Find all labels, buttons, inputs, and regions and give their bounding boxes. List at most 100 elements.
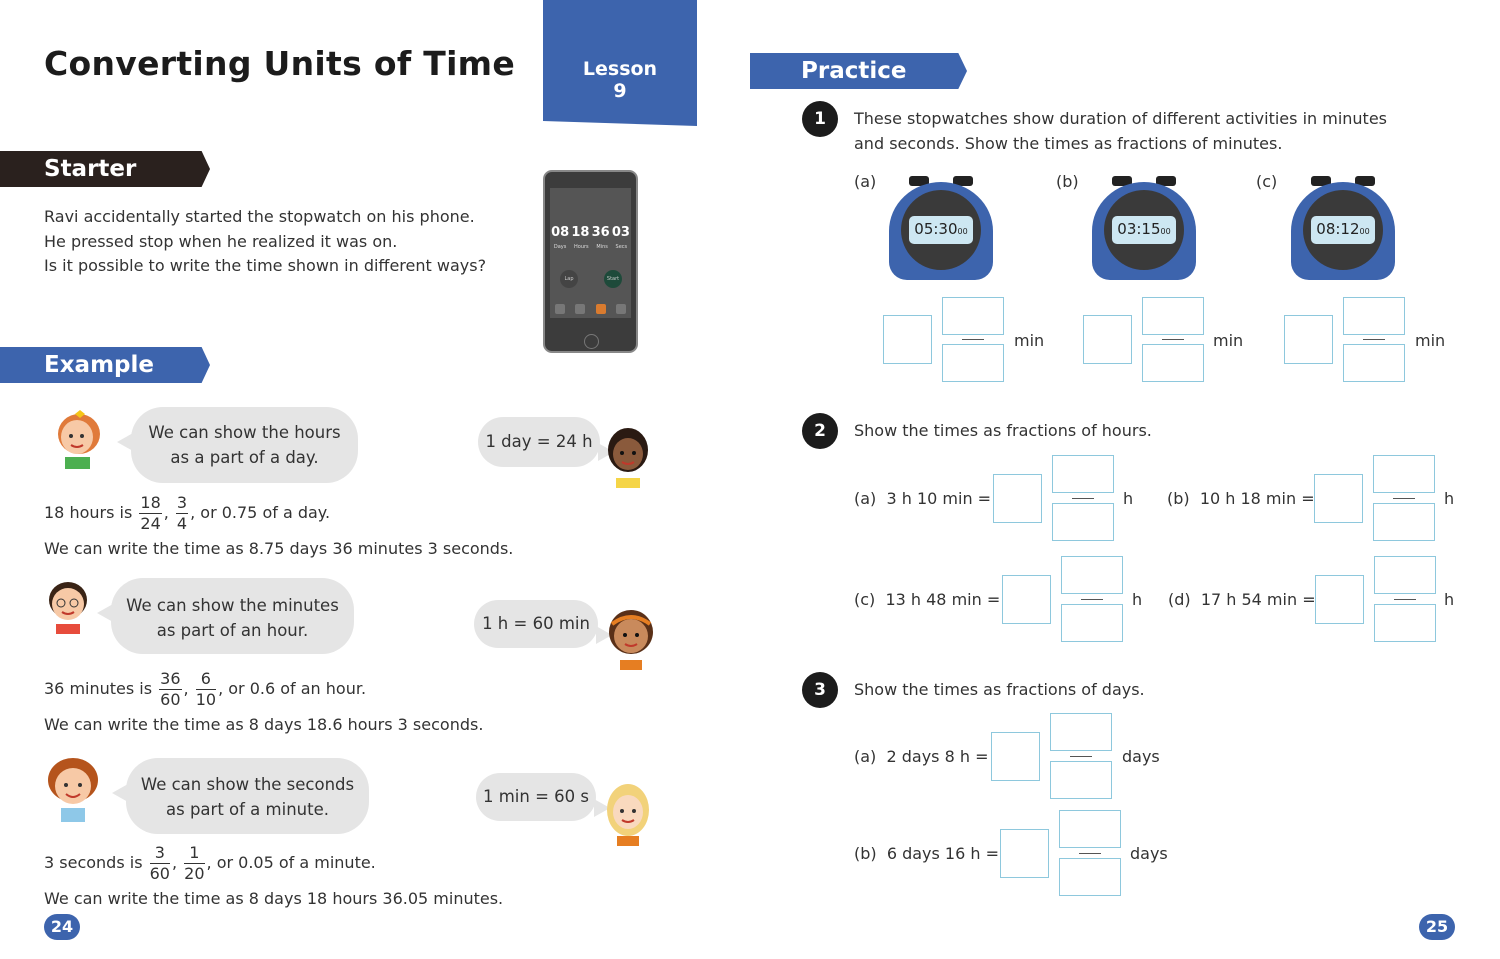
question-text: These stopwatches show duration of diffe… (854, 107, 1387, 156)
phone-digit: 03 (611, 225, 630, 240)
child-avatar-girl (52, 410, 102, 469)
numerator-box[interactable] (1059, 810, 1121, 848)
stopwatch-button (909, 176, 929, 186)
text: 18 hours is (44, 503, 133, 522)
stopwatch-time: 03:15 (1117, 220, 1161, 238)
item-label: (a) (854, 172, 877, 191)
fraction-bar (1394, 599, 1416, 600)
denominator-box[interactable] (1059, 858, 1121, 896)
denominator-box[interactable] (1052, 503, 1114, 541)
starter-line: Ravi accidentally started the stopwatch … (44, 207, 475, 226)
numerator-box[interactable] (1373, 455, 1435, 493)
denominator: 60 (149, 864, 170, 883)
whole-number-box[interactable] (1284, 315, 1333, 364)
phone-units: Days Hours Mins Secs (550, 244, 631, 250)
denominator-box[interactable] (1050, 761, 1112, 799)
phone-illustration: 08 18 36 03 Days Hours Mins Secs Lap Sta… (543, 170, 638, 353)
page-title: Converting Units of Time (44, 44, 516, 83)
fraction-bar (1072, 498, 1094, 499)
denominator-box[interactable] (1142, 344, 1204, 382)
question-text: Show the times as fractions of days. (854, 680, 1145, 699)
speech-bubble: We can show the hours as a part of a day… (117, 407, 358, 483)
phone-digit: 08 (551, 225, 570, 240)
item-letter: (a) (854, 747, 877, 766)
phone-screen: 08 18 36 03 Days Hours Mins Secs Lap Sta… (550, 188, 631, 318)
stopwatch-app-icon (595, 304, 606, 314)
stopwatch-button (953, 176, 973, 186)
stopwatch-hundredths: 00 (957, 227, 968, 236)
starter-line: He pressed stop when he realized it was … (44, 231, 398, 251)
whole-number-box[interactable] (991, 732, 1040, 781)
item-expression: 2 days 8 h = (886, 747, 989, 766)
numerator-box[interactable] (1050, 713, 1112, 751)
item-letter: (b) (854, 844, 877, 863)
denominator: 10 (195, 690, 217, 709)
whole-number-box[interactable] (883, 315, 932, 364)
numerator-box[interactable] (1343, 297, 1405, 335)
bubble-line: We can show the hours (148, 423, 341, 442)
practice-banner: Practice (750, 53, 967, 89)
item-label: (b) 10 h 18 min = (1167, 489, 1315, 508)
numerator: 1 (184, 843, 205, 864)
child-avatar-boy-glasses (44, 580, 92, 636)
whole-number-box[interactable] (993, 474, 1042, 523)
denominator-box[interactable] (1343, 344, 1405, 382)
fact-bubble: 1 day = 24 h (478, 417, 614, 467)
fraction-bar (1363, 339, 1385, 340)
lesson-label: Lesson (582, 58, 658, 80)
item-label: (a) 3 h 10 min = (854, 489, 991, 508)
stopwatch-illustration: 03:1500 (1092, 176, 1196, 280)
stopwatch-button (1112, 176, 1132, 186)
question-number: 1 (802, 101, 838, 137)
denominator-box[interactable] (1374, 604, 1436, 642)
phone-start-button: Start (604, 270, 622, 288)
item-expression: 17 h 54 min = (1200, 590, 1316, 609)
unit-label: h (1444, 590, 1455, 609)
whole-number-box[interactable] (1000, 829, 1049, 878)
phone-dock (550, 300, 631, 318)
numerator: 6 (195, 669, 217, 690)
bubble-line: We can show the minutes (126, 596, 339, 615)
stopwatch-display: 05:3000 (909, 216, 973, 244)
numerator-box[interactable] (1061, 556, 1123, 594)
stopwatch-illustration: 08:1200 (1291, 176, 1395, 280)
numerator-box[interactable] (1374, 556, 1436, 594)
fraction-bar (1162, 339, 1184, 340)
whole-number-box[interactable] (1083, 315, 1132, 364)
whole-number-box[interactable] (1002, 575, 1051, 624)
starter-banner: Starter (0, 151, 210, 187)
denominator-box[interactable] (1061, 604, 1123, 642)
question-line: and seconds. Show the times as fractions… (854, 133, 1283, 153)
lesson-number: 9 (613, 80, 627, 102)
speech-bubble: We can show the minutes as part of an ho… (97, 578, 354, 654)
item-letter: (d) (1168, 590, 1191, 609)
numerator-box[interactable] (1052, 455, 1114, 493)
whole-number-box[interactable] (1314, 474, 1363, 523)
item-expression: 3 h 10 min = (886, 489, 992, 508)
item-letter: (b) (1167, 489, 1190, 508)
denominator-box[interactable] (1373, 503, 1435, 541)
unit-label: min (1014, 331, 1045, 350)
denominator: 24 (140, 514, 161, 533)
fraction-bar (1081, 599, 1103, 600)
example-line: We can write the time as 8 days 18 hours… (44, 889, 504, 908)
speech-bubble: We can show the seconds as part of a min… (112, 758, 369, 834)
denominator-box[interactable] (942, 344, 1004, 382)
lesson-tab: Lesson 9 (543, 0, 697, 126)
fact-bubble: 1 h = 60 min (474, 600, 612, 648)
numerator-box[interactable] (942, 297, 1004, 335)
item-label: (b) 6 days 16 h = (854, 844, 999, 863)
numerator: 3 (149, 843, 170, 864)
stopwatch-display: 03:1500 (1112, 216, 1176, 244)
phone-lap-button: Lap (560, 270, 578, 288)
item-label: (c) 13 h 48 min = (854, 590, 1000, 609)
unit-label: h (1132, 590, 1143, 609)
whole-number-box[interactable] (1315, 575, 1364, 624)
numerator-box[interactable] (1142, 297, 1204, 335)
item-expression: 13 h 48 min = (885, 590, 1001, 609)
starter-text: Ravi accidentally started the stopwatch … (44, 205, 486, 279)
bubble-line: as a part of a day. (170, 448, 319, 467)
fraction-bar (1070, 756, 1092, 757)
